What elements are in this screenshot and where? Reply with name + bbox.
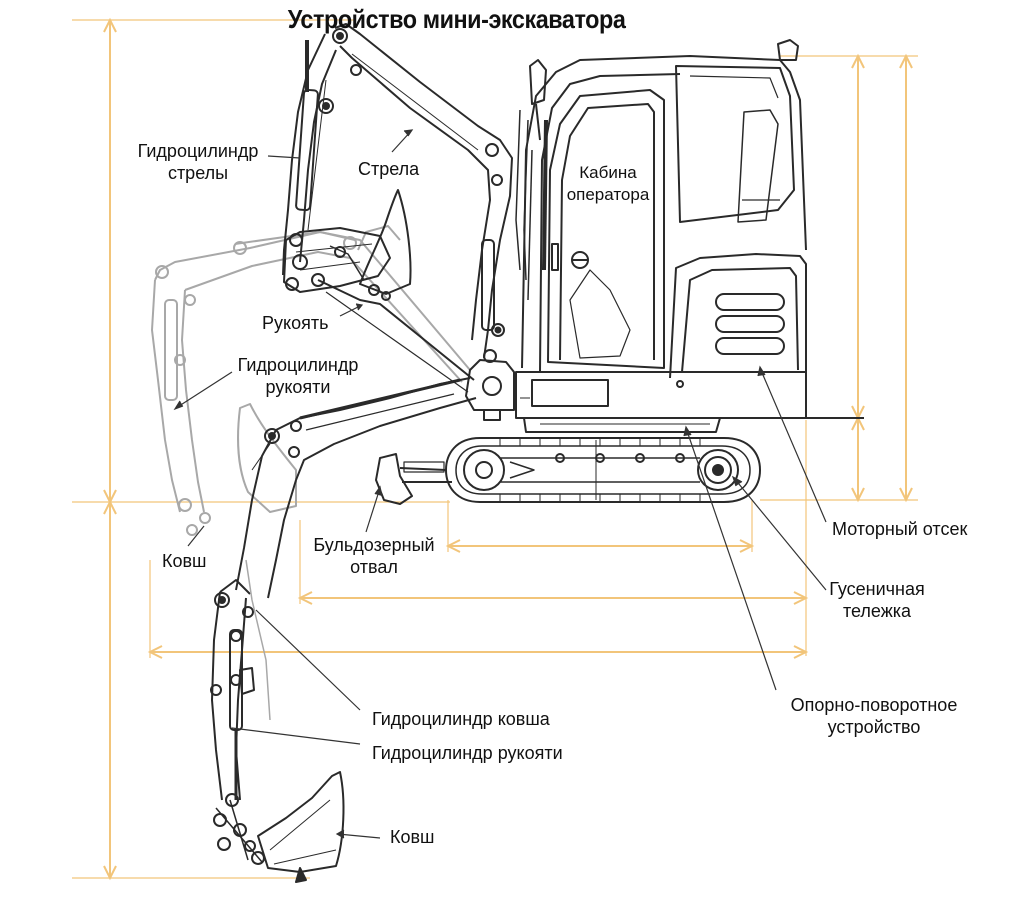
undercarriage bbox=[375, 417, 761, 505]
dimension-lines bbox=[72, 17, 918, 881]
label-boom: Стрела bbox=[358, 159, 420, 179]
label-dozer-blade-line1: Бульдозерный bbox=[313, 535, 435, 555]
label-arm-cylinder-upper-line1: Гидроцилиндр bbox=[237, 355, 359, 375]
label-engine-bay: Моторный отсек bbox=[832, 519, 968, 539]
diagram-title: Устройство мини-экскаватора bbox=[287, 4, 626, 34]
label-arm: Рукоять bbox=[262, 313, 329, 333]
label-boom-cylinder-line2: стрелы bbox=[167, 163, 229, 183]
label-slewing-ring-line1: Опорно-поворотное bbox=[790, 695, 958, 715]
label-track-frame: Гусеничная тележка bbox=[822, 578, 932, 622]
label-arm-cylinder-upper: Гидроцилиндр рукояти bbox=[228, 354, 368, 398]
cab-body bbox=[465, 39, 864, 421]
label-boom-cylinder: Гидроцилиндр стрелы bbox=[128, 140, 268, 184]
label-cab: Кабина оператора bbox=[560, 162, 656, 206]
label-bucket-upper: Ковш bbox=[162, 551, 207, 571]
label-slewing-ring-line2: устройство bbox=[827, 717, 921, 737]
label-cab-line2: оператора bbox=[566, 185, 650, 204]
ghost-attachment-raised bbox=[151, 225, 471, 536]
lowered-boom-arm bbox=[210, 377, 477, 883]
label-dozer-blade-line2: отвал bbox=[350, 557, 398, 577]
label-track-frame-line2: тележка bbox=[842, 601, 912, 621]
label-boom-cylinder-line1: Гидроцилиндр bbox=[137, 141, 259, 161]
label-cab-line1: Кабина bbox=[579, 163, 637, 182]
label-bucket-lower: Ковш bbox=[390, 827, 435, 847]
label-bucket-cylinder: Гидроцилиндр ковша bbox=[372, 709, 550, 729]
label-slewing-ring: Опорно-поворотное устройство bbox=[776, 694, 972, 738]
label-track-frame-line1: Гусеничная bbox=[829, 579, 925, 599]
label-arm-cylinder-upper-line2: рукояти bbox=[265, 377, 331, 397]
label-arm-cylinder-lower: Гидроцилиндр рукояти bbox=[372, 743, 563, 763]
raised-boom bbox=[282, 23, 529, 393]
label-dozer-blade: Бульдозерный отвал bbox=[304, 534, 444, 578]
leader-lines bbox=[173, 129, 827, 839]
